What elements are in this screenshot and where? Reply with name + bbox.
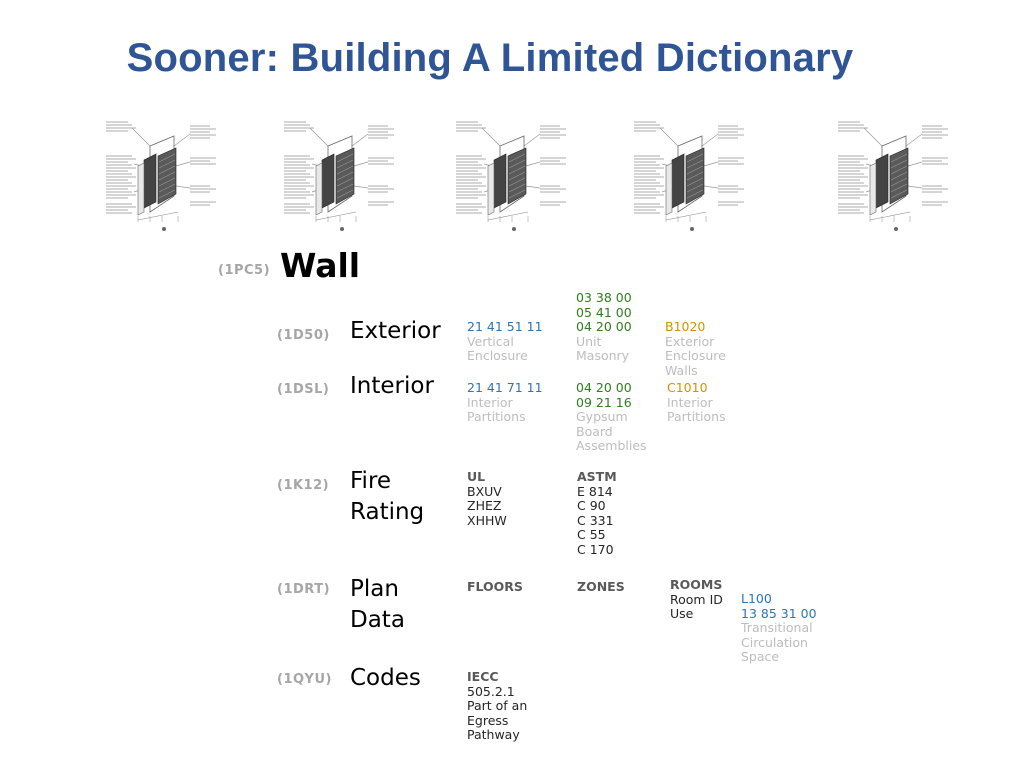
plan-data-code: (1DRT)	[277, 582, 331, 597]
plan-data-floors: FLOORS	[467, 579, 523, 594]
codes-label: Codes	[350, 665, 421, 691]
fire-rating-astm: ASTM E 814 C 90 C 331 C 55 C 170	[577, 469, 617, 557]
exterior-code: (1D50)	[277, 328, 330, 343]
exterior-masterformat: 03 38 00 05 41 00 04 20 00 Unit Masonry	[576, 290, 632, 363]
interior-code: (1DSL)	[277, 382, 330, 397]
exterior-uniformat: B1020 Exterior Enclosure Walls	[665, 319, 726, 378]
fire-rating-code: (1K12)	[277, 478, 330, 493]
exterior-omniclass: 21 41 51 11 Vertical Enclosure	[467, 319, 543, 363]
wall-section-diagram-5	[836, 116, 956, 234]
interior-omniclass: 21 41 71 11 Interior Partitions	[467, 380, 543, 424]
wall-section-diagram-2	[282, 116, 402, 234]
wall-section-diagram-1	[104, 116, 224, 234]
wall-section-diagram-4	[632, 116, 752, 234]
codes-code: (1QYU)	[277, 672, 332, 687]
exterior-label: Exterior	[350, 318, 441, 344]
wall-code: (1PC5)	[218, 263, 271, 278]
plan-data-label: Plan Data	[350, 576, 405, 633]
fire-rating-ul: UL BXUV ZHEZ XHHW	[467, 469, 507, 528]
plan-data-rooms: ROOMS Room ID Use	[670, 577, 723, 621]
interior-uniformat: C1010 Interior Partitions	[667, 380, 726, 424]
plan-data-zones: ZONES	[577, 579, 625, 594]
wall-label: Wall	[280, 246, 361, 285]
interior-masterformat: 04 20 00 09 21 16 Gypsum Board Assemblie…	[576, 380, 647, 453]
interior-label: Interior	[350, 373, 434, 399]
codes-iecc: IECC 505.2.1 Part of an Egress Pathway	[467, 669, 528, 742]
wall-section-diagram-3	[454, 116, 574, 234]
page-title: Sooner: Building A Limited Dictionary	[126, 36, 854, 80]
fire-rating-label: Fire Rating	[350, 468, 425, 525]
plan-data-room-values: L100 13 85 31 00 Transitional Circulatio…	[741, 591, 817, 664]
